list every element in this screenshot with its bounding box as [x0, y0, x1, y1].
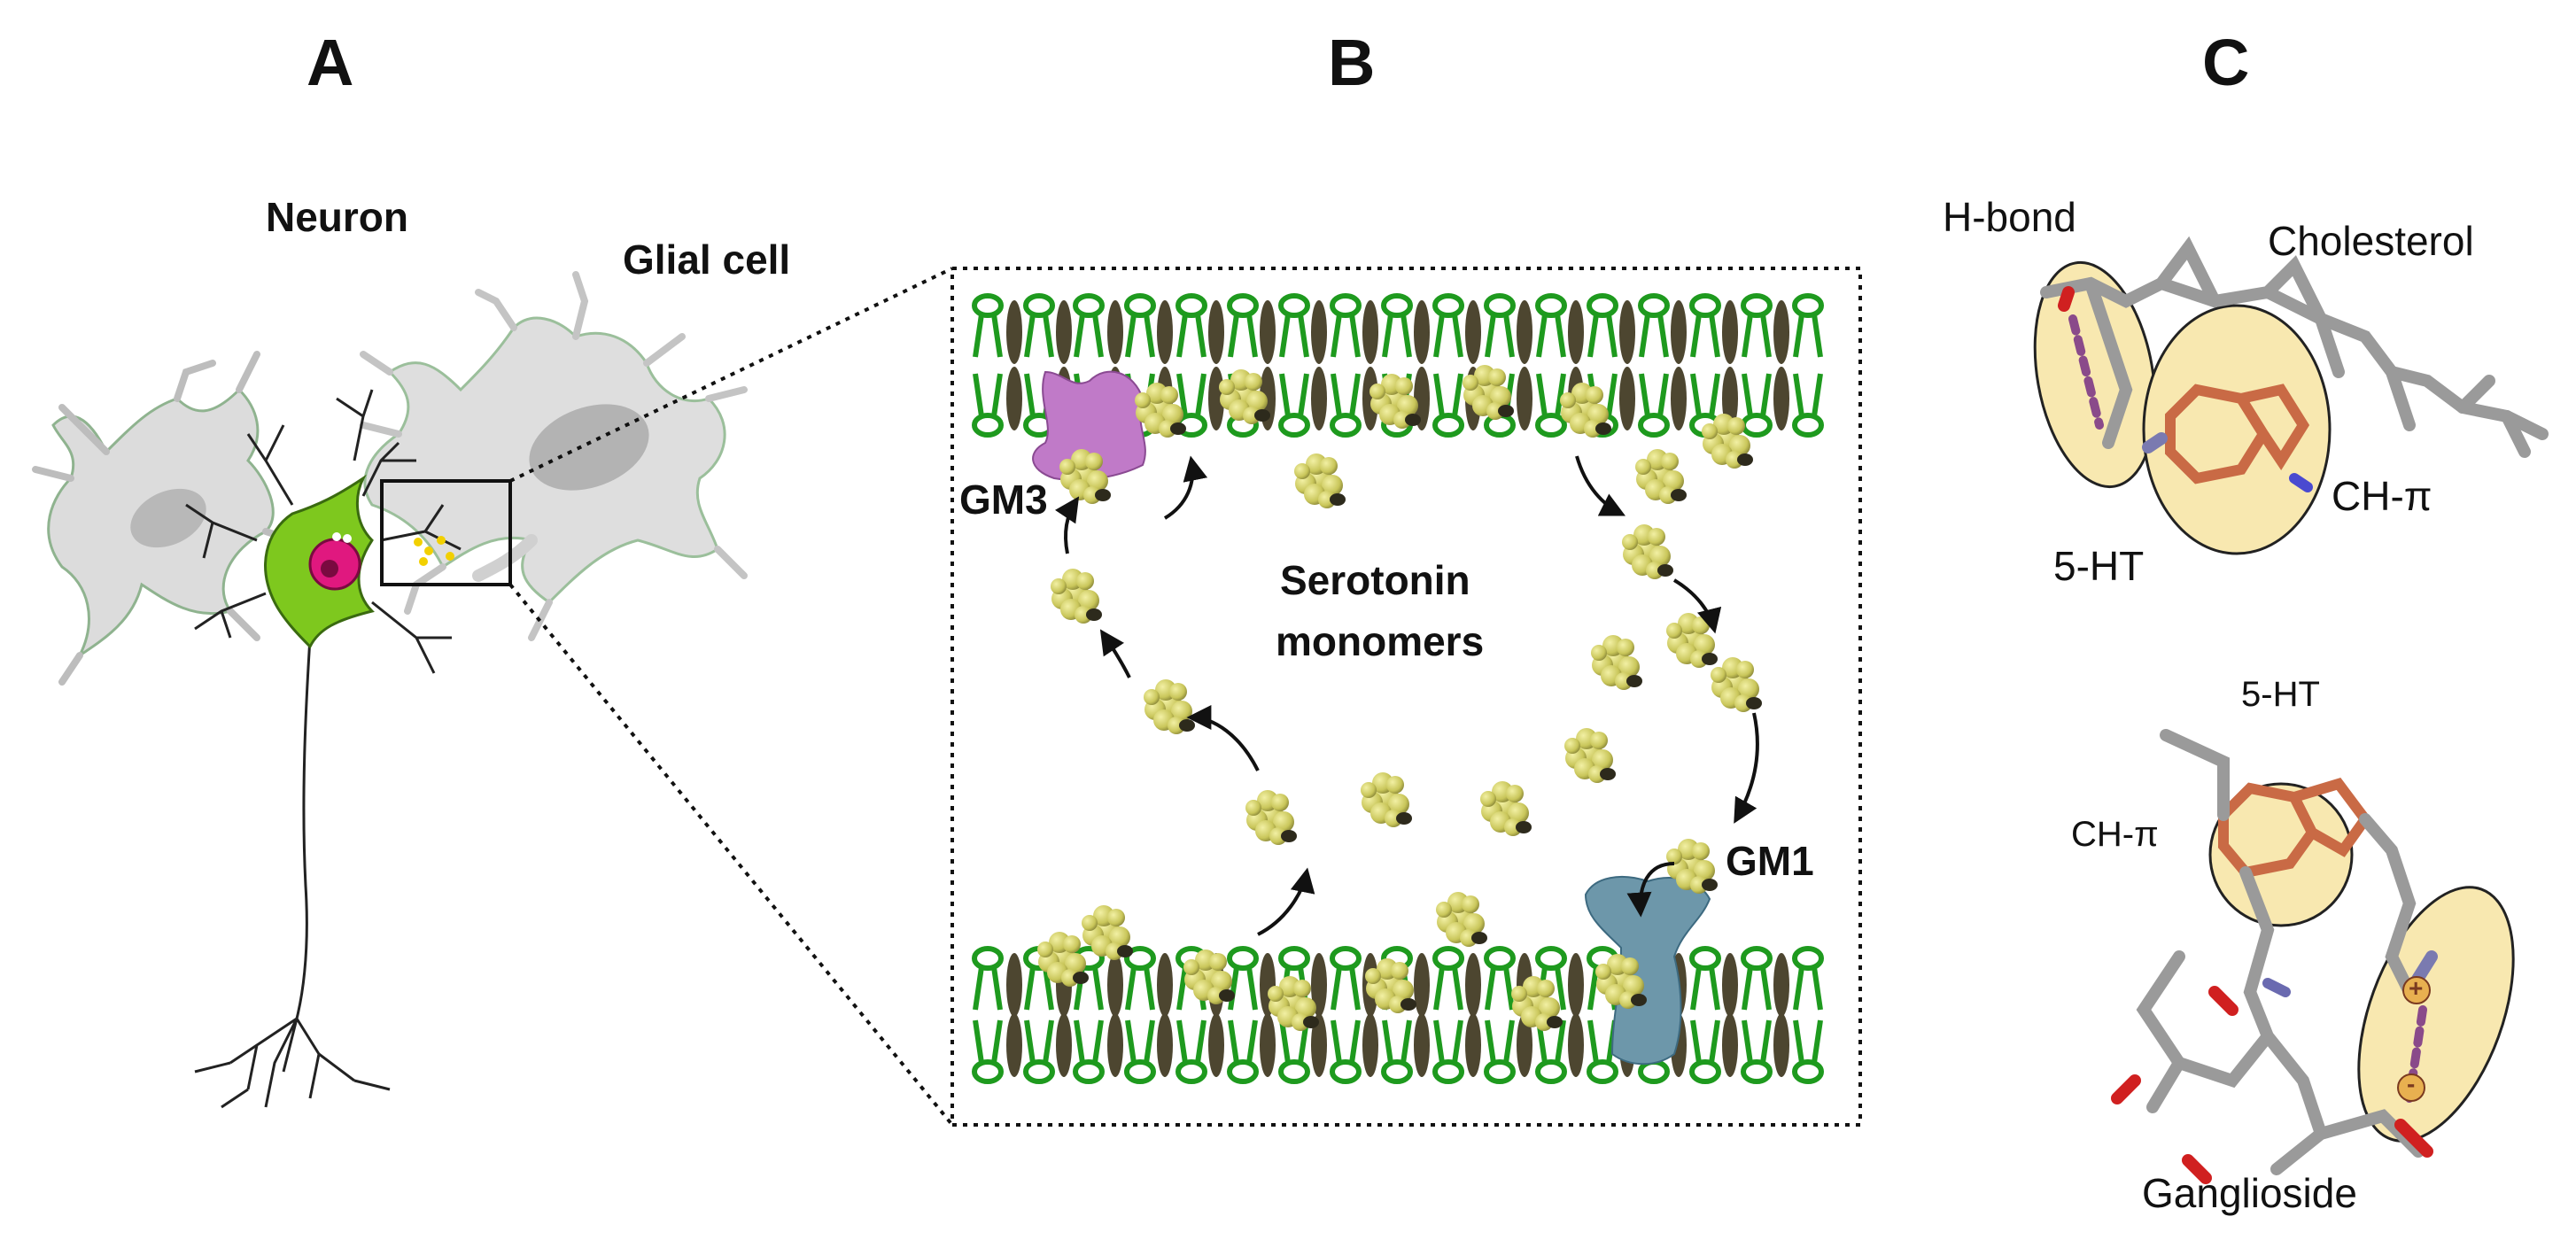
ganglioside-label: Ganglioside	[2142, 1170, 2357, 1216]
gm3-ganglioside	[1032, 370, 1146, 481]
neuron	[185, 389, 462, 1109]
cholesterol-label: Cholesterol	[2268, 218, 2474, 264]
neuron-label: Neuron	[266, 194, 408, 240]
ganglioside-structure	[2111, 729, 2515, 1184]
glial-cell-left	[32, 351, 296, 686]
h-bond-label: H-bond	[1943, 194, 2076, 240]
serotonin-monomers-label-line2: monomers	[1276, 618, 1485, 664]
glial-cell-label: Glial cell	[623, 236, 791, 283]
gm3-label: GM3	[959, 477, 1048, 523]
gm1-label: GM1	[1726, 838, 1814, 884]
ch-pi-label-top: CH-π	[2332, 473, 2432, 519]
serotonin-label-top: 5-HT	[2053, 543, 2145, 589]
panel-c-letter: C	[2202, 26, 2250, 99]
serotonin-monomers-label-line1: Serotonin	[1280, 557, 1470, 603]
negative-charge-sign: -	[2407, 1070, 2416, 1097]
flow-arrows	[1054, 455, 1759, 936]
panel-b-letter: B	[1328, 26, 1376, 99]
positive-charge-sign: +	[2409, 974, 2424, 1002]
synapse-box	[380, 479, 512, 586]
ch-pi-label-bottom: CH-π	[2071, 815, 2159, 854]
panel-a-letter: A	[306, 26, 354, 99]
glial-cell-right	[360, 271, 748, 641]
serotonin-label-bottom: 5-HT	[2241, 675, 2320, 714]
cholesterol-structure	[2033, 236, 2549, 555]
zoom-lines	[508, 267, 954, 1127]
